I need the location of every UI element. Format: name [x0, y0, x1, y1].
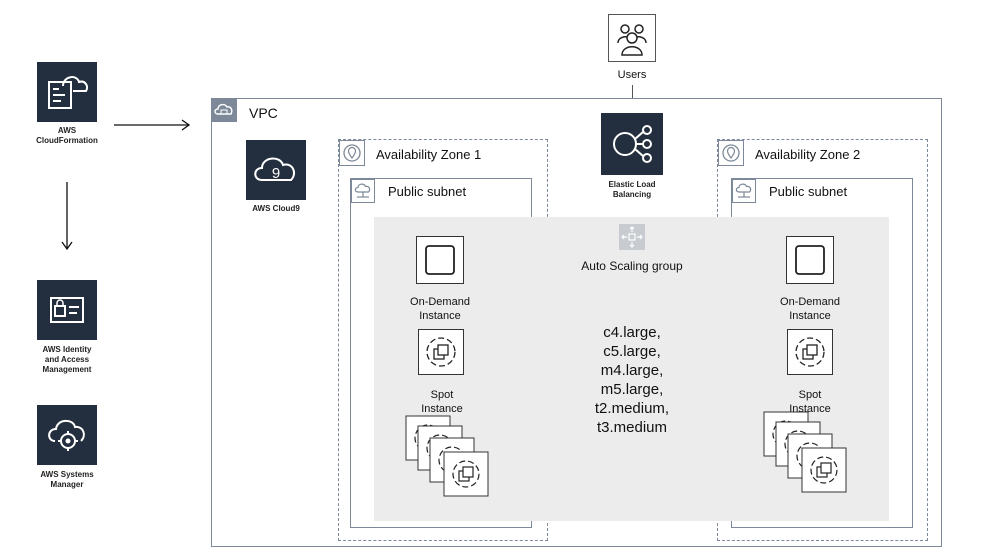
systems-manager-tile [37, 405, 97, 465]
az1-ondemand-instance [416, 236, 464, 284]
az2-subnet-corner [732, 179, 756, 203]
az1-spot-instance-icon [426, 337, 456, 367]
auto-scaling-icon [621, 226, 643, 248]
iam-tile [37, 280, 97, 340]
cloudformation-to-iam-arrow [61, 182, 73, 251]
cloudformation-tile [37, 62, 97, 122]
cloudformation-label: AWS CloudFormation [36, 126, 98, 145]
auto-scaling-group-label: Auto Scaling group [581, 259, 683, 273]
az1-subnet-icon [354, 183, 371, 198]
cloud9-tile: 9 [246, 140, 306, 200]
users-label: Users [617, 69, 647, 81]
az1-spot-label: Spot Instance [421, 389, 463, 415]
az1-subnet-corner [351, 179, 375, 203]
users-icon [617, 24, 647, 56]
vpc-cloud-icon [214, 103, 233, 115]
az2-ondemand-instance [786, 236, 834, 284]
az1-spot-fleet [404, 414, 492, 504]
systems-manager-label: AWS Systems Manager [40, 470, 94, 489]
auto-scaling-icon-box [619, 224, 645, 250]
az1-ondemand-instance-icon [425, 245, 455, 275]
az2-corner [718, 140, 744, 166]
az2-location-icon [722, 144, 740, 162]
az2-spot-fleet [762, 410, 852, 500]
cloudformation-icon [48, 76, 89, 109]
az2-spot-instance-icon [795, 337, 825, 367]
users-connector [632, 85, 633, 99]
instance-types-list: c4.large, c5.large, m4.large, m5.large, … [594, 324, 670, 436]
elb-label: Elastic Load Balancing [608, 180, 656, 199]
az1-label: Availability Zone 1 [376, 147, 482, 162]
az2-ondemand-instance-icon [795, 245, 825, 275]
cloud9-label: AWS Cloud9 [252, 204, 300, 213]
az1-spot-fleet-icon [405, 415, 489, 497]
az2-label: Availability Zone 2 [755, 147, 861, 162]
az2-subnet-label: Public subnet [769, 184, 848, 199]
systems-manager-icon [48, 419, 85, 451]
users-box [608, 14, 656, 62]
az2-subnet: Public subnet [731, 178, 913, 528]
iam-label: AWS Identity and Access Management [42, 345, 92, 374]
az2-spot-instance [787, 329, 833, 375]
az1-ondemand-label: On-Demand Instance [410, 296, 470, 322]
svg-text:9: 9 [272, 165, 280, 182]
iam-icon [50, 297, 84, 323]
vpc-label: VPC [249, 105, 278, 121]
vpc-boundary: VPC [211, 98, 942, 547]
elb-icon [613, 125, 652, 163]
az2-spot-fleet-icon [763, 411, 847, 493]
az1-subnet-label: Public subnet [388, 184, 467, 199]
az2-subnet-icon [735, 183, 752, 198]
az1-corner [339, 140, 365, 166]
az2-ondemand-label: On-Demand Instance [780, 296, 840, 322]
cloud9-icon: 9 [254, 157, 295, 182]
az1-spot-instance [418, 329, 464, 375]
cloudformation-to-vpc-arrow [114, 119, 191, 131]
elb-tile [601, 113, 663, 175]
vpc-corner [211, 98, 237, 122]
az1-location-icon [343, 144, 361, 162]
